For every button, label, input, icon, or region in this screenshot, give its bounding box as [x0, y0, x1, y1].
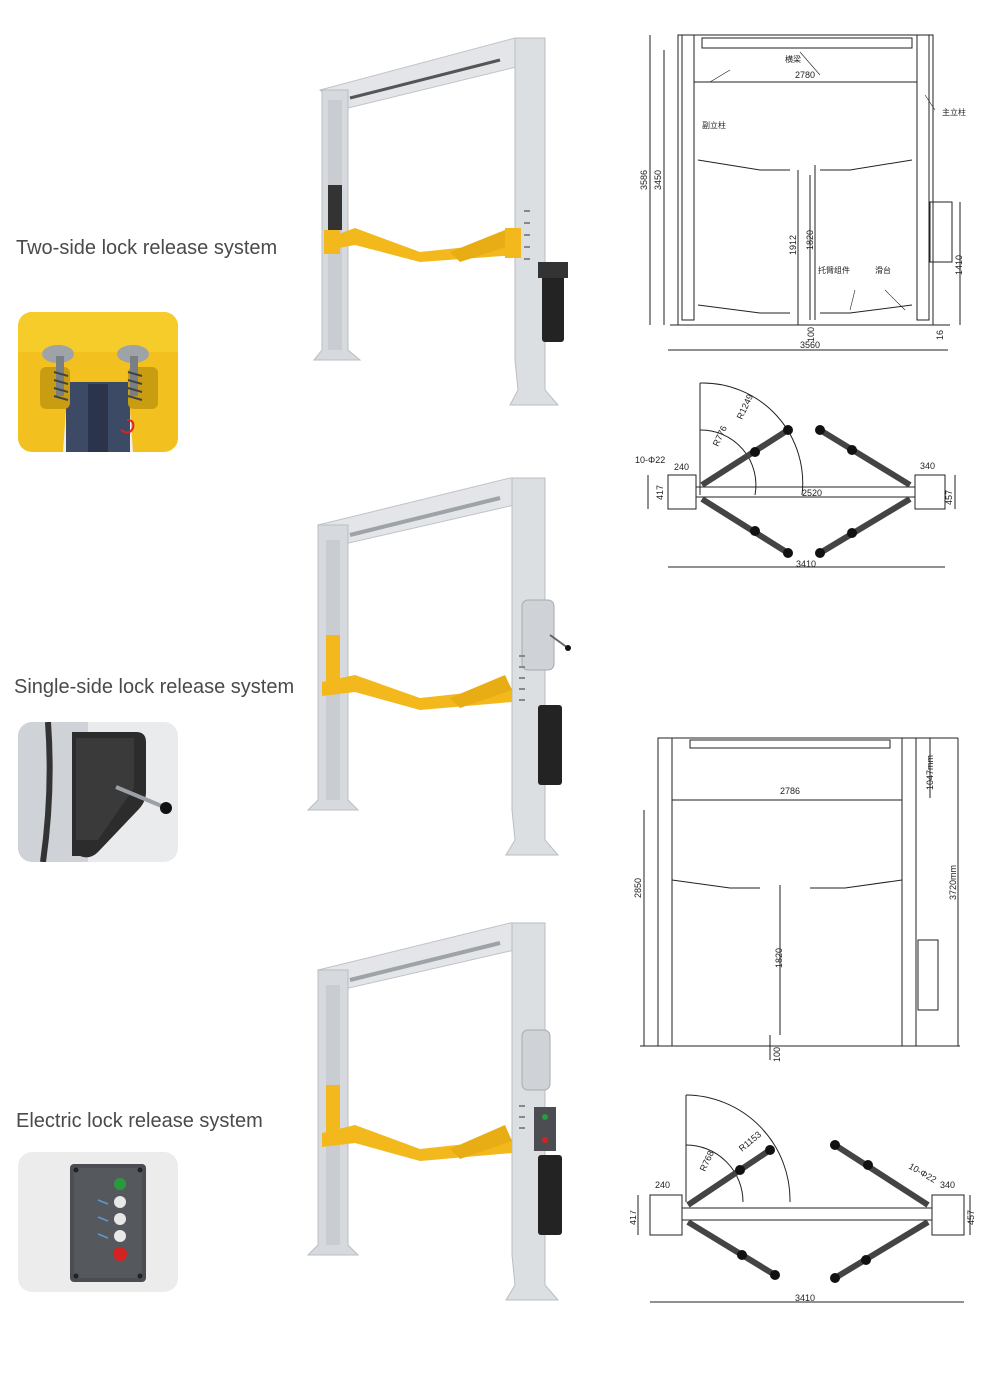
- plan2-r2: R1153: [737, 1129, 763, 1153]
- drawing2-top: 2786: [780, 786, 800, 796]
- two-side-lift-photo: [300, 30, 590, 420]
- plan-view-drawing-2: R768 R1153 10-Φ22 240 340 417 457 3410: [628, 1090, 976, 1315]
- single-side-lift-photo: [300, 470, 590, 870]
- plan2-hole: 10-Φ22: [907, 1161, 938, 1185]
- plan1-h417: 417: [655, 485, 665, 500]
- drawing1-h-100: 100: [806, 327, 816, 342]
- drawing2-h1820: 1820: [774, 948, 784, 968]
- electric-lift-photo: [300, 915, 590, 1315]
- single-side-lock-photo: [18, 722, 178, 862]
- drawing1-base-width: 3560: [800, 340, 820, 350]
- section-label-single-side: Single-side lock release system: [14, 676, 295, 698]
- electric-control-box-photo: [18, 1152, 178, 1292]
- plan-view-drawing-1: 10-Φ22 R776 R1249 240 340 417 457 2520 3…: [630, 375, 970, 580]
- drawing1-top-label: 横梁: [785, 54, 801, 64]
- plan1-h457: 457: [944, 490, 954, 505]
- plan2-r1: R768: [698, 1149, 716, 1173]
- drawing1-h-1912: 1912: [788, 235, 798, 255]
- drawing1-h-total: 3586: [639, 170, 649, 190]
- front-elevation-drawing-2: 2786 1047mm 2850 3720mm 1820 100: [630, 730, 970, 1075]
- plan2-total: 3410: [795, 1293, 815, 1303]
- plan1-w240: 240: [674, 462, 689, 472]
- drawing1-h-1820: 1820: [805, 230, 815, 250]
- plan2-w340: 340: [940, 1180, 955, 1190]
- drawing2-h100: 100: [772, 1047, 782, 1062]
- plan2-h457: 457: [966, 1210, 975, 1225]
- plan1-r2: R1249: [735, 393, 755, 421]
- drawing1-carriage-label: 滑台: [875, 265, 891, 275]
- drawing1-h-16: 16: [935, 330, 945, 340]
- plan1-w340: 340: [920, 461, 935, 471]
- drawing1-h-1410: 1410: [954, 255, 964, 275]
- plan1-total: 3410: [796, 559, 816, 569]
- drawing1-width-top: 2780: [795, 70, 815, 80]
- plan1-hole: 10-Φ22: [635, 455, 665, 465]
- drawing2-h1047: 1047mm: [925, 755, 935, 790]
- drawing1-main-column: 主立柱: [942, 107, 966, 117]
- front-elevation-drawing-1: 横梁 2780 主立柱 副立柱 3586 3450 1912 1820 1410…: [630, 30, 980, 370]
- plan2-w240: 240: [655, 1180, 670, 1190]
- plan2-h417: 417: [630, 1210, 638, 1225]
- section-label-electric: Electric lock release system: [16, 1110, 263, 1132]
- drawing1-sub-column: 副立柱: [702, 120, 726, 130]
- drawing2-h2850: 2850: [633, 878, 643, 898]
- drawing2-h3720: 3720mm: [948, 865, 958, 900]
- section-label-two-side: Two-side lock release system: [16, 237, 278, 259]
- drawing1-arm-label: 托臂组件: [818, 265, 850, 275]
- drawing1-h-inner: 3450: [653, 170, 663, 190]
- two-side-lock-photo: [18, 312, 178, 452]
- plan1-inner: 2520: [802, 488, 822, 498]
